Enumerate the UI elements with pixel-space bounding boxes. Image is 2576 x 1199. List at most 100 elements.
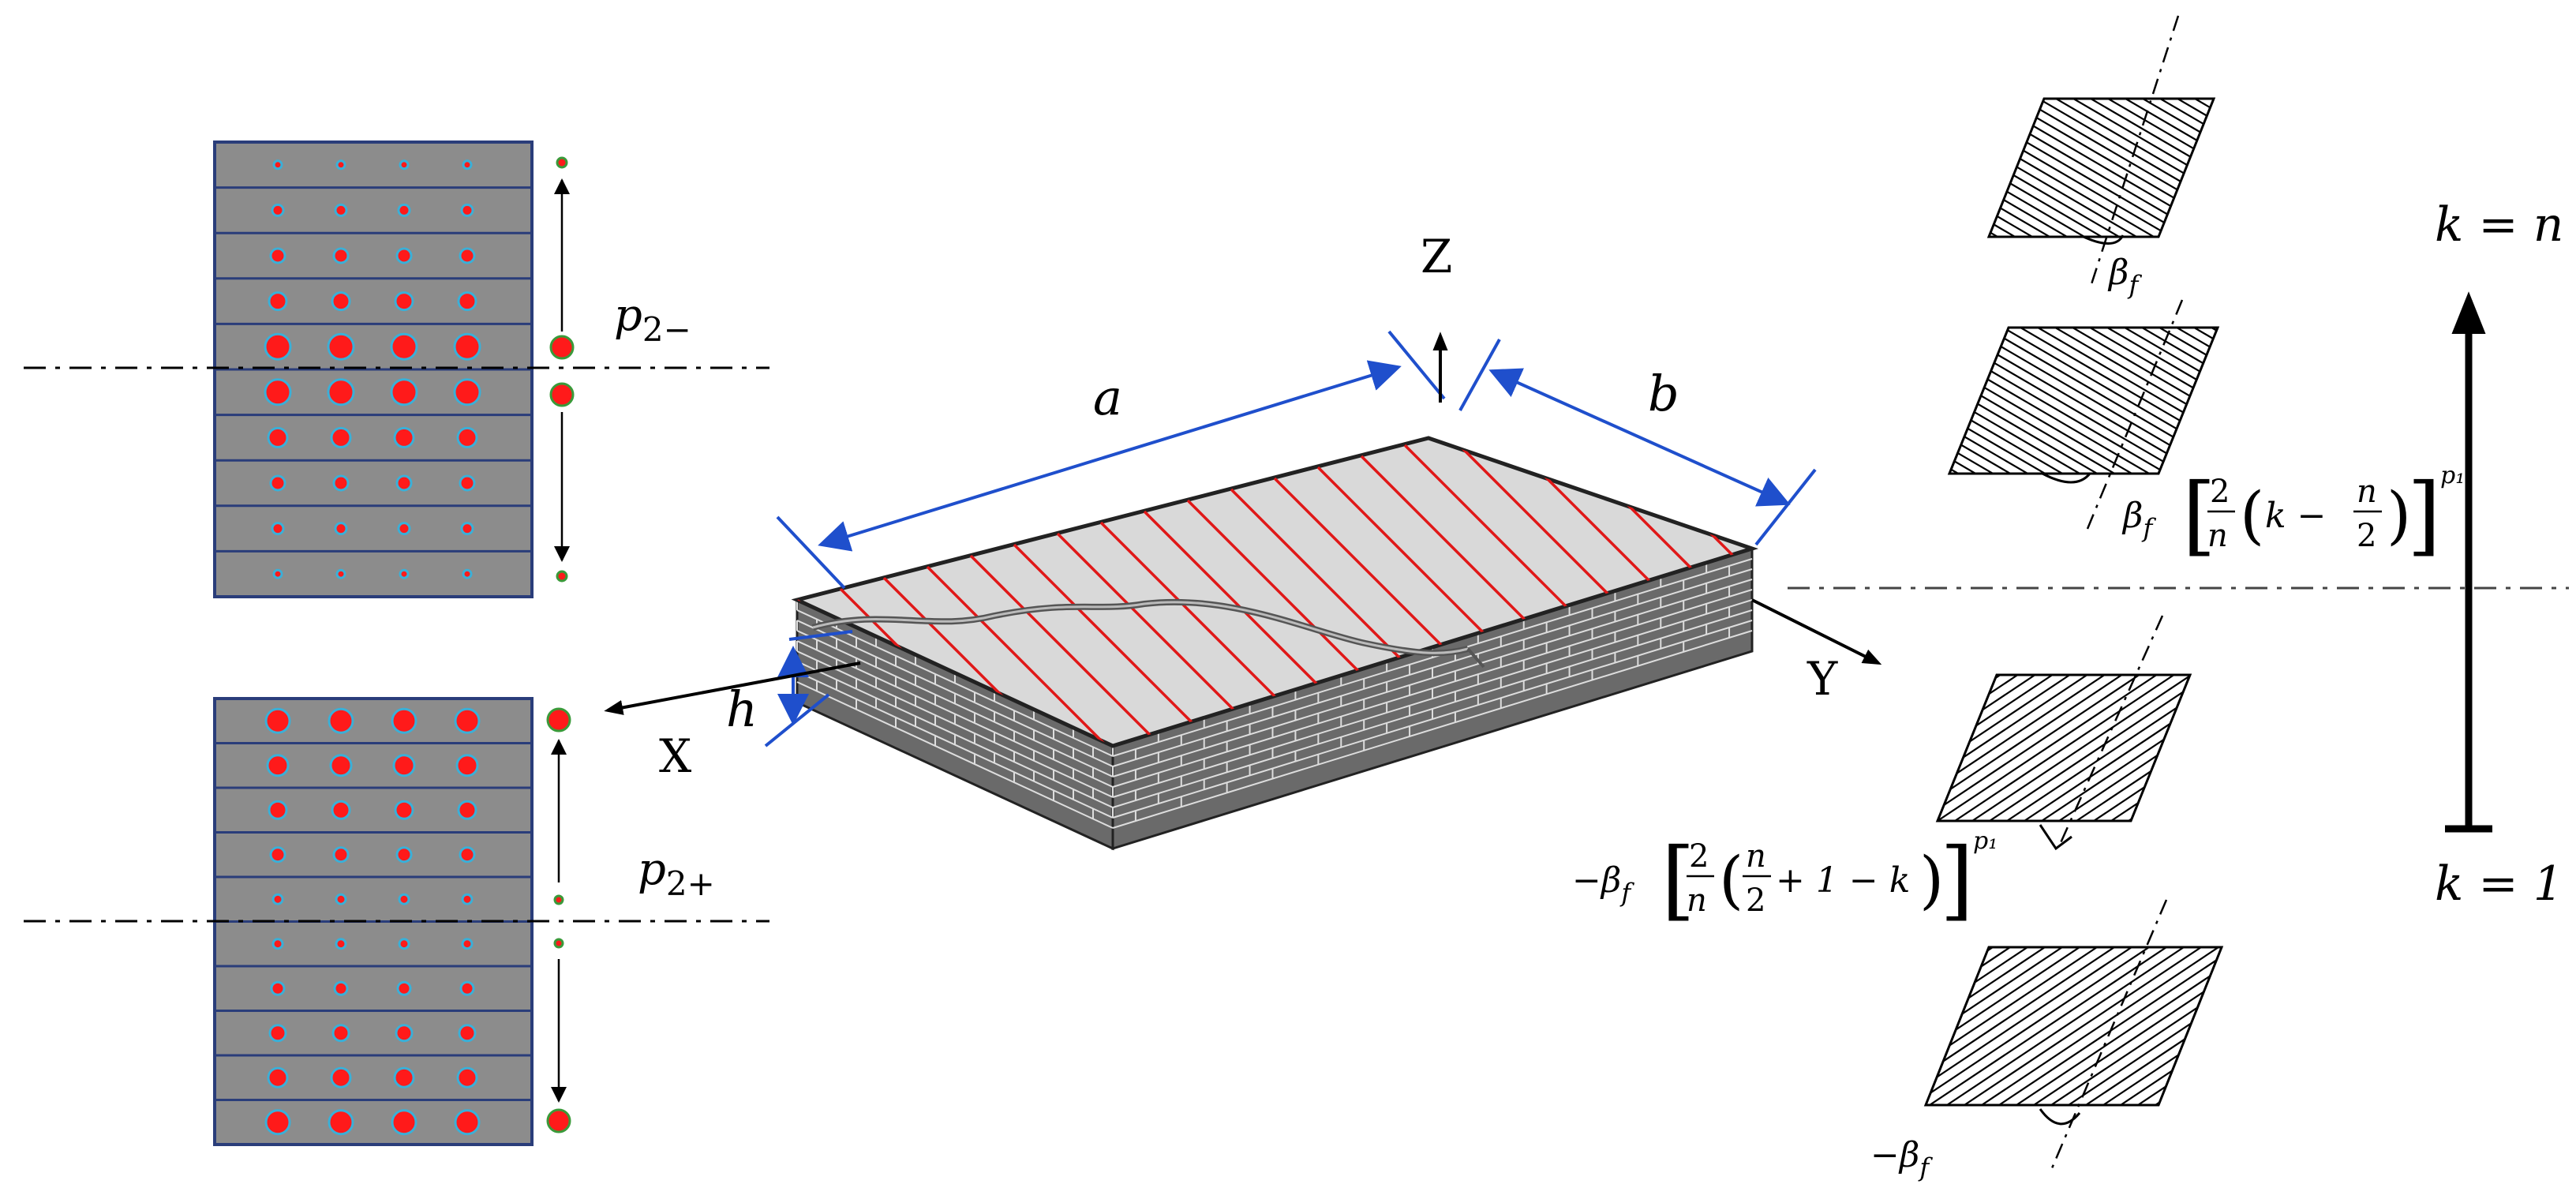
hatch-line	[2110, 328, 2218, 474]
svg-text:n: n	[2357, 474, 2377, 510]
hatch-line	[2108, 947, 2222, 1105]
particle-dot	[459, 474, 476, 492]
particle-dot	[332, 474, 350, 492]
hatch-line	[1989, 328, 2218, 474]
k-arrow: k = n k = 1	[2435, 197, 2563, 912]
particle-dot	[335, 159, 346, 170]
particle-dot	[332, 846, 350, 864]
particle-dot	[272, 568, 283, 579]
gradient-indicator-top	[549, 156, 575, 583]
hatch-line	[2064, 675, 2190, 821]
hatch-line	[2024, 328, 2218, 474]
particle-dot	[395, 474, 413, 492]
hatch-line	[1989, 99, 2084, 237]
particle-dot	[391, 707, 417, 734]
hatch-line	[1640, 924, 1924, 1113]
hatch-line	[2021, 947, 2222, 1105]
ply-bottom	[1640, 924, 2224, 1113]
hatch-line	[1989, 99, 2032, 237]
panel-top	[213, 141, 534, 598]
hatch-line	[1938, 675, 2124, 821]
particle-dot	[267, 426, 289, 448]
hatch-line	[2221, 639, 2505, 829]
particle-dot	[335, 893, 347, 905]
formula-upper: βf [ 2 n ( k − n 2 ) ] p₁	[2121, 462, 2465, 565]
fiber-line	[969, 554, 1178, 746]
hatch-line	[1949, 328, 1979, 474]
hatch-line	[2094, 99, 2214, 237]
particle-dot	[395, 1024, 414, 1043]
particle-dot	[334, 522, 348, 536]
svg-text:(: (	[2240, 478, 2264, 552]
particle-dot	[399, 159, 410, 170]
hatch-line	[2041, 328, 2218, 474]
dimension-h: h	[726, 630, 853, 748]
hatch-line	[1977, 675, 2190, 821]
svg-text:2: 2	[2210, 474, 2230, 510]
particle-dot	[453, 378, 481, 407]
particle-dot	[271, 203, 285, 217]
hatch-line	[1938, 675, 2159, 821]
hatch-line	[2180, 328, 2218, 474]
hatch-line	[1969, 947, 2222, 1105]
particle-dot	[269, 846, 286, 864]
particle-dot	[456, 426, 478, 448]
particle-dot	[268, 800, 288, 820]
k-top-label: k = n	[2435, 197, 2563, 253]
particle-dot	[393, 1066, 415, 1088]
particle-dot	[459, 247, 476, 264]
particle-dot	[391, 1109, 417, 1136]
svg-text:βf: βf	[2121, 496, 2156, 543]
particle-dot	[456, 1066, 478, 1088]
particle-dot	[327, 332, 355, 361]
hatch-line	[1938, 675, 1985, 821]
svg-text:2: 2	[2357, 518, 2376, 554]
particle-dot	[462, 159, 473, 170]
hatch-line	[1949, 328, 2049, 474]
hatch-line	[1952, 947, 2222, 1105]
ply-upper	[1947, 320, 2517, 485]
particle-dot	[269, 474, 286, 492]
particle-dot	[390, 378, 418, 407]
particle-dot	[396, 980, 412, 996]
svg-text:]: ]	[1940, 829, 1974, 930]
hatch-line	[2233, 320, 2517, 485]
ply-axis	[2050, 899, 2168, 1169]
hatch-line	[1934, 947, 2220, 1105]
ply-layer-line	[796, 681, 1114, 829]
hatch-line	[2076, 99, 2214, 237]
hatch-line	[2039, 947, 2222, 1105]
laminated-plate	[791, 436, 1759, 851]
dim-a-label: a	[1093, 369, 1122, 426]
svg-text:k −: k −	[2265, 496, 2327, 536]
particle-dot	[393, 426, 415, 448]
hatch-line	[1990, 99, 2214, 237]
hatch-line	[2024, 99, 2214, 237]
hatch-line	[1949, 328, 2136, 474]
particle-dot	[399, 568, 410, 579]
particle-dot	[395, 247, 413, 264]
svg-text:[: [	[1661, 829, 1695, 930]
particle-dot	[397, 203, 411, 217]
hatch-line	[2215, 328, 2218, 474]
particle-dot	[460, 203, 474, 217]
k-bottom-label: k = 1	[2435, 856, 2563, 912]
hatch-line	[1926, 947, 2151, 1105]
hatch-line	[1989, 99, 2206, 237]
hatch-line	[2151, 675, 2190, 821]
particle-dot	[457, 800, 477, 820]
svg-text:(: (	[1719, 843, 1743, 916]
ply-outline	[1923, 946, 2224, 1107]
hatch-line	[2238, 639, 2522, 829]
hatch-line	[2012, 675, 2190, 821]
svg-text:]: ]	[2407, 464, 2441, 565]
hatch-line	[1938, 675, 2141, 821]
angle-arc	[2083, 234, 2125, 245]
hatch-line	[1678, 91, 1962, 257]
hatch-line	[1926, 947, 2046, 1105]
hatch-line	[2197, 328, 2218, 474]
svg-text:−βf: −βf	[1572, 860, 1634, 908]
particle-dot	[394, 291, 414, 312]
particle-dot	[392, 754, 416, 777]
particle-dot	[395, 846, 413, 864]
